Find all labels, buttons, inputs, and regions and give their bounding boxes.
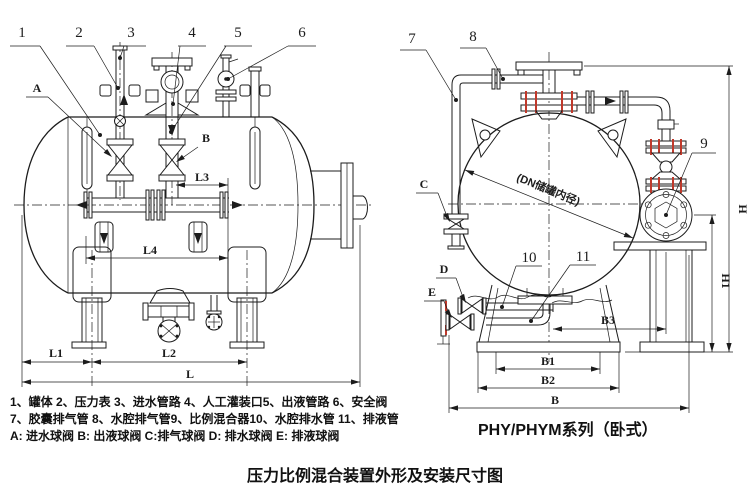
dim-h: H <box>736 204 750 214</box>
callout-b: B <box>202 131 210 145</box>
safety-valve <box>215 54 239 117</box>
drop-tube-right <box>188 221 208 253</box>
proportioner-shelf <box>613 241 707 251</box>
dim-b: B <box>551 393 559 407</box>
callout-5: 5 <box>234 25 242 41</box>
valve-b-body <box>158 144 186 161</box>
outlet-pipe-right <box>577 90 687 193</box>
legend-line-1: 1、罐体 2、压力表 3、进水管路 4、人工灌装口5、出液管路 6、安全阀 <box>10 395 388 409</box>
dim-l3: L3 <box>195 170 209 184</box>
saddle-left <box>71 246 112 349</box>
vent-riser <box>239 66 271 127</box>
tank-outline <box>14 116 374 294</box>
lifting-lug-right <box>597 118 627 159</box>
flow-arrow-up-icon <box>120 94 128 105</box>
callout-d: D <box>440 262 449 276</box>
saddle-end-view <box>467 284 621 353</box>
legend: 1、罐体 2、压力表 3、进水管路 4、人工灌装口5、出液管路 6、安全阀 7、… <box>10 394 399 445</box>
level-gauge-left <box>81 117 93 199</box>
flow-arrow-right-icon <box>232 201 243 209</box>
top-nozzle <box>515 61 583 120</box>
dim-l: L <box>186 367 194 381</box>
dim-b1: B1 <box>541 354 555 368</box>
callout-9: 9 <box>700 136 708 152</box>
dim-b2: B2 <box>541 373 555 387</box>
legend-line-2: 7、胶囊排气管 8、水腔排气管9、比例混合器10、水腔排水管 11、排液管 <box>10 412 399 426</box>
callout-3: 3 <box>127 25 135 41</box>
series-label: PHY/PHYM系列（卧式） <box>478 422 658 439</box>
flow-arrow-down-icon <box>194 233 202 244</box>
manway-nozzle <box>310 162 368 249</box>
callout-8: 8 <box>469 29 477 45</box>
dimensions-left: L3 L4 L1 L2 L <box>21 170 361 388</box>
inlet-riser <box>99 42 141 200</box>
venturi-upper <box>650 152 682 163</box>
callout-4: 4 <box>188 25 196 41</box>
callout-c: C <box>420 177 429 191</box>
callout-11: 11 <box>576 249 590 265</box>
level-gauge-right <box>249 126 261 190</box>
flow-arrow-left-icon <box>76 201 87 209</box>
legend-line-3: A: 进水球阀 B: 出液球阀 C:排气球阀 D: 排水球阀 E: 排液球阀 <box>10 429 340 443</box>
left-view: L3 L4 L1 L2 L 1 2 <box>10 25 374 388</box>
venturi-lower <box>650 171 682 180</box>
lifting-lug-left <box>471 118 501 159</box>
dim-l4: L4 <box>143 243 157 257</box>
dim-b3: B3 <box>601 313 615 327</box>
callout-a: A <box>33 81 42 95</box>
drawing-title: 压力比例混合装置外形及安装尺寸图 <box>246 468 503 485</box>
valve-a-body <box>106 144 134 161</box>
dim-l1: L1 <box>49 346 63 360</box>
filling-port <box>144 52 200 205</box>
saddle-right <box>227 246 267 349</box>
callout-7: 7 <box>408 31 416 47</box>
manifold-pipe <box>76 189 243 221</box>
callout-6: 6 <box>298 25 306 41</box>
callout-1: 1 <box>18 25 26 41</box>
dim-l2: L2 <box>162 346 176 360</box>
dimensions-right: B3 B1 B2 B H <box>448 65 750 413</box>
callouts-right: 7 8 9 10 11 C D E <box>400 29 716 323</box>
flow-arrow-down-icon <box>100 233 108 244</box>
drain-assembly <box>142 288 223 343</box>
right-view: (DN储罐内径) <box>400 29 750 413</box>
flow-arrow-right-icon <box>605 97 616 105</box>
pipe-bracket <box>517 295 573 305</box>
callouts-left: 1 2 3 4 5 6 A B <box>10 25 316 165</box>
callout-e: E <box>428 285 436 299</box>
callout-2: 2 <box>75 25 83 41</box>
callout-10: 10 <box>522 250 537 266</box>
vent-pipe-left <box>443 68 543 250</box>
bottom-drain-pipes <box>437 288 573 345</box>
dim-h1: H1 <box>719 273 733 288</box>
